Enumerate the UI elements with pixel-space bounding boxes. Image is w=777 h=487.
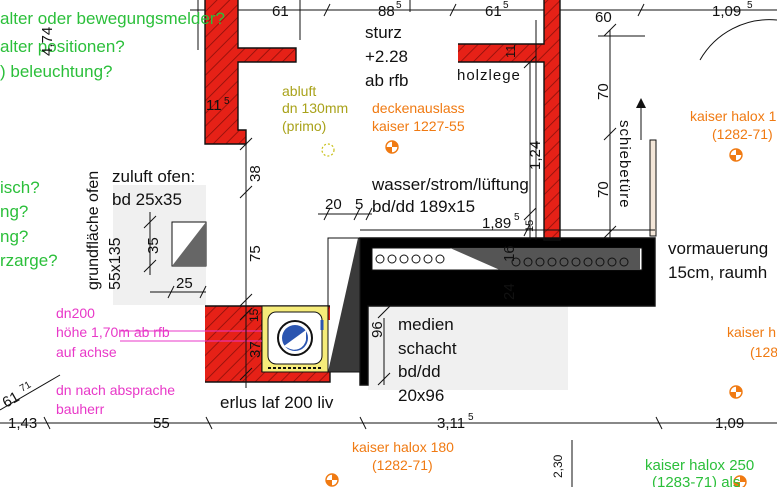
cable-duct: [371, 247, 643, 271]
dn-bauherr: bauherr: [56, 401, 105, 417]
zuluft-label: zuluft ofen:: [112, 167, 195, 186]
dim-top-60: 60: [595, 9, 612, 26]
dim-143: 1,43: [8, 415, 37, 432]
note-line-2: alter positionen?: [0, 37, 125, 56]
dim-61-71: 61: [0, 388, 22, 411]
chimney-erlus: [261, 305, 329, 373]
dim-96: 96: [369, 321, 386, 338]
schacht-bd: bd/dd: [398, 362, 441, 381]
abluft-label: abluft: [282, 83, 316, 99]
dn200-axis: auf achse: [56, 344, 117, 360]
dim-top-61b: 61: [485, 3, 502, 20]
svg-text:5: 5: [468, 412, 474, 423]
dim-top-61: 61: [272, 3, 289, 20]
svg-text:5: 5: [503, 0, 509, 11]
svg-text:5: 5: [747, 0, 753, 11]
note-line-1: alter oder bewegungsmelder?: [0, 9, 225, 28]
dim-124: 1,24: [527, 141, 544, 170]
abluft-dn: dn 130mm: [282, 100, 348, 116]
halox-top-name: kaiser halox 1: [690, 108, 777, 124]
lamp-icon-halox-right: [729, 385, 743, 399]
wasser-size: bd/dd 189x15: [372, 197, 475, 216]
svg-text:5: 5: [514, 212, 520, 223]
note-line-5: ng?: [0, 202, 28, 221]
dim-5: 5: [355, 196, 363, 213]
note-line-3: ) beleuchtung?: [0, 62, 112, 81]
vormauerung-label: vormauerung: [668, 239, 768, 258]
dim-70b: 70: [595, 181, 612, 198]
sturz-height: +2.28: [365, 47, 408, 66]
dim-top-88: 88: [378, 3, 395, 20]
abluft-primo: (primo): [282, 118, 326, 134]
dn200-height: höhe 1,70m ab rfb: [56, 324, 170, 340]
halox250-name: kaiser halox 250: [645, 457, 754, 474]
dn-absprache: dn nach absprache: [56, 382, 175, 398]
dim-311: 3,11: [437, 415, 465, 432]
note-line-4: isch?: [0, 178, 40, 197]
dim-109-bottom: 1,09: [715, 415, 744, 432]
note-line-6: ng?: [0, 227, 28, 246]
sturz-ref: ab rfb: [365, 71, 408, 90]
dim-38: 38: [247, 165, 264, 182]
schiebetuere-label: schiebetüre: [616, 120, 633, 209]
media-shaft-fill: [328, 238, 360, 372]
dim-55: 55: [153, 415, 170, 432]
shaft-floor-area: [368, 300, 498, 390]
dim-15b: 15: [247, 308, 261, 322]
halox180-code: (1282-71): [372, 457, 433, 473]
halox-right-name: kaiser h: [727, 324, 776, 340]
deckenauslass-label: deckenauslass: [372, 100, 465, 116]
dn200-label: dn200: [56, 305, 95, 321]
holzlege-label: holzlege: [457, 67, 521, 84]
halox180-name: kaiser halox 180: [352, 439, 454, 455]
zuluft-size: bd 25x35: [112, 190, 182, 209]
dim-474: 4,74: [39, 27, 56, 56]
dim-25: 25: [176, 275, 193, 292]
dim-75: 75: [247, 245, 264, 262]
lamp-icon-halox-top: [729, 148, 743, 162]
wall-outlines: [204, 0, 656, 386]
note-line-7: rzarge?: [0, 251, 58, 270]
deckenauslass-code: kaiser 1227-55: [372, 118, 465, 134]
door-arc: [699, 19, 777, 61]
halox-top-code: (1282-71): [712, 126, 773, 142]
dim-230: 2,30: [551, 454, 565, 478]
vormauerung-size: 15cm, raumh: [668, 263, 767, 282]
dim-20: 20: [325, 196, 342, 213]
dim-16: 16: [501, 245, 518, 262]
dim-top-109: 1,09: [712, 3, 741, 20]
sturz-label: sturz: [365, 23, 402, 42]
dim-35: 35: [145, 237, 162, 254]
schacht-label: schacht: [398, 339, 457, 358]
grundflaeche-size: 55x135: [107, 237, 124, 290]
dim-15: 15: [524, 220, 536, 232]
lamp-icon-halox180: [325, 473, 339, 487]
svg-text:5: 5: [396, 0, 402, 11]
dim-37: 37: [247, 341, 264, 358]
dim-11: 11: [206, 97, 222, 114]
arrow-up-icon: [636, 98, 646, 108]
walls: [205, 0, 657, 385]
medien-label: medien: [398, 315, 454, 334]
schacht-size: 20x96: [398, 386, 444, 405]
dim-70a: 70: [595, 83, 612, 100]
dim-189: 1,89: [482, 215, 511, 232]
dim-11b: 11: [503, 45, 518, 59]
abluft-circle: [321, 143, 335, 157]
lamp-icon-deckenauslass: [385, 140, 399, 154]
dim-24: 24: [501, 283, 518, 300]
media-shaft-outline: [327, 237, 361, 373]
wasser-label: wasser/strom/lüftung: [371, 175, 529, 194]
dimension-lines: [0, 20, 777, 487]
erlus-label: erlus laf 200 liv: [220, 393, 334, 412]
halox250-code: (1283-71) als: [652, 474, 740, 487]
halox-right-code: (128: [750, 344, 777, 360]
svg-text:5: 5: [224, 96, 230, 107]
svg-text:71: 71: [18, 379, 34, 394]
grundflaeche-label: grundfläche ofen: [85, 171, 102, 290]
floor-area-right: [498, 300, 568, 390]
air-inlet-box: [171, 221, 207, 267]
